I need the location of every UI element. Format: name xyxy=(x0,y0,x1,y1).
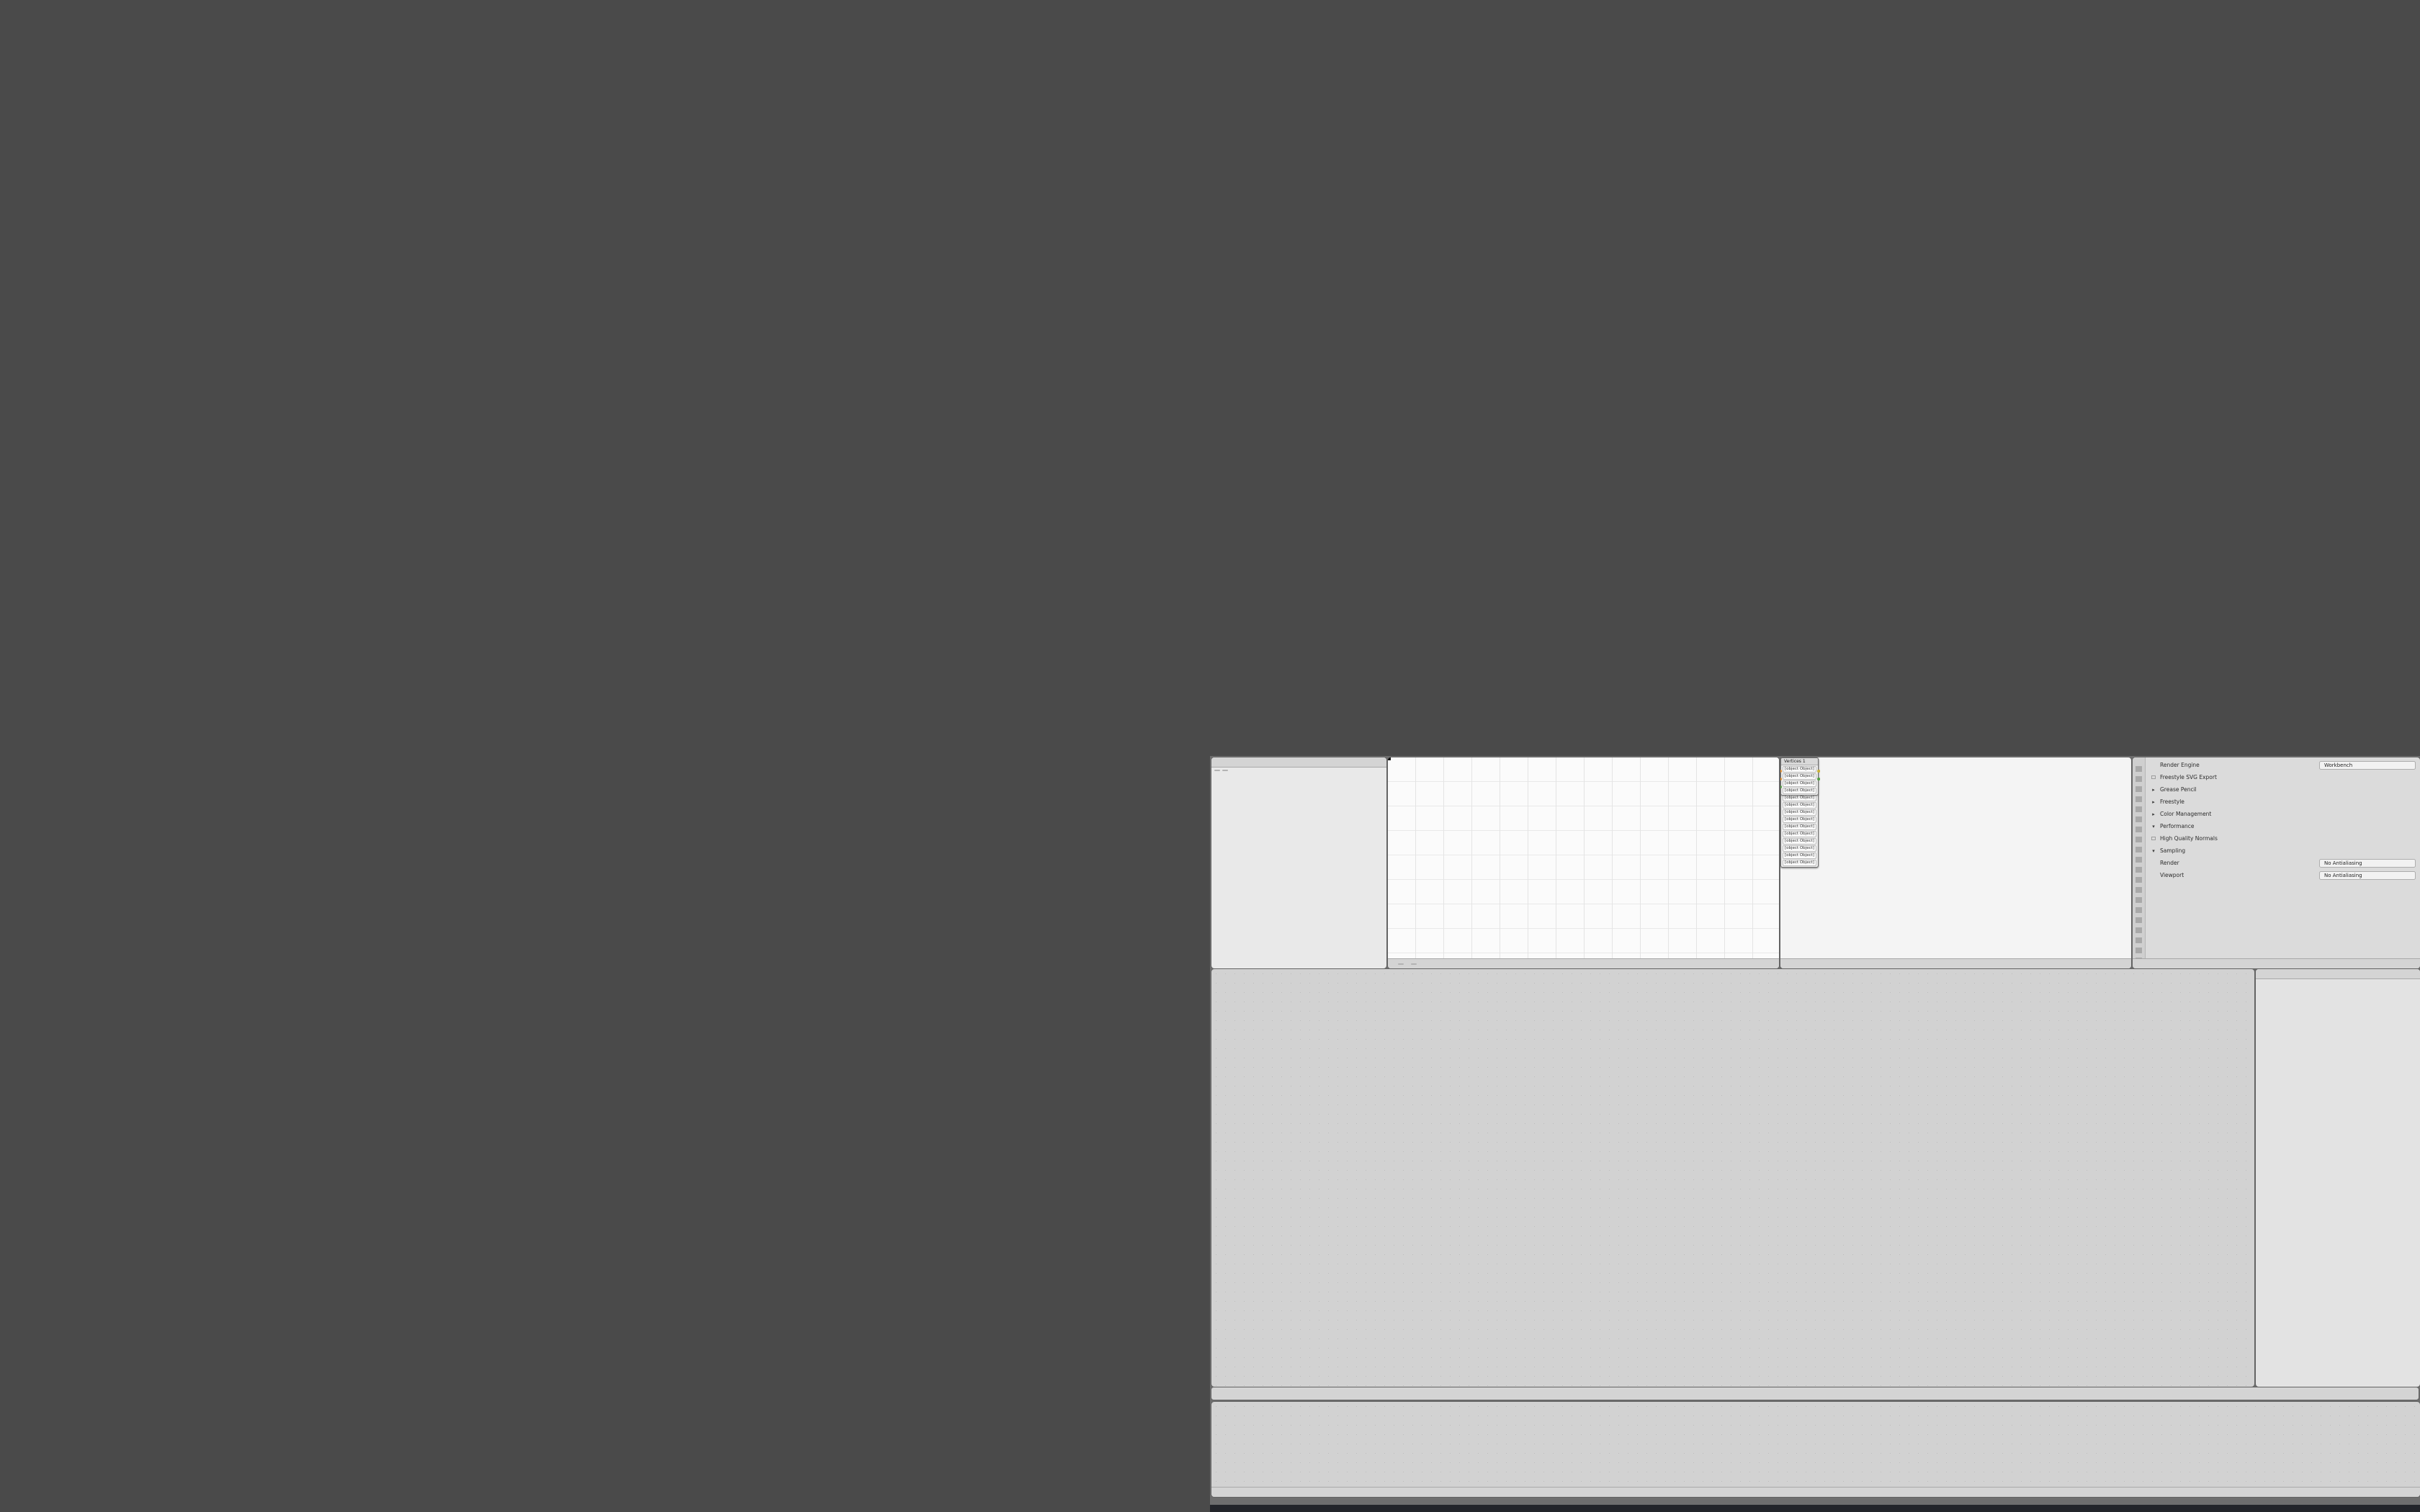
outliner xyxy=(2255,968,2420,1387)
node-row[interactable]: [object Object] xyxy=(1783,780,1816,787)
curve-endpoint-end[interactable] xyxy=(1388,757,1391,760)
node-editor[interactable] xyxy=(1211,968,2255,1387)
property-label: Freestyle xyxy=(2160,798,2184,805)
property-toggle-icon[interactable]: ▸ xyxy=(2152,811,2155,817)
properties-tab-strip[interactable] xyxy=(2133,757,2146,959)
properties-editor: Render Engine Workbench ☐ Freestyle SVG … xyxy=(2132,757,2420,969)
property-row[interactable]: Render Engine Workbench xyxy=(2146,759,2420,771)
property-toggle-icon[interactable]: ▾ xyxy=(2152,847,2155,854)
node-editor-secondary[interactable] xyxy=(1211,1401,2420,1498)
node-row[interactable]: [object Object] xyxy=(1783,852,1816,859)
property-row[interactable]: Viewport No Antialiasing xyxy=(2146,869,2420,881)
secondary-editor-canvas[interactable]: 1 [object Object][object Object][object … xyxy=(1780,757,2131,959)
secondary-node-editor-header xyxy=(1211,1487,2420,1497)
node-row[interactable]: [object Object] xyxy=(1783,766,1816,773)
node-row[interactable]: [object Object] xyxy=(1783,860,1816,866)
property-value[interactable]: No Antialiasing xyxy=(2319,870,2416,880)
value-field[interactable] xyxy=(1214,770,1220,771)
property-row[interactable]: ☐ High Quality Normals xyxy=(2146,832,2420,845)
quadrant-mirror-vertical xyxy=(1210,0,2420,756)
node-layer xyxy=(1211,1402,2420,1497)
viewport-header xyxy=(1388,958,1779,968)
system-taskbar xyxy=(1210,1505,2420,1512)
property-label: Viewport xyxy=(2160,872,2184,878)
properties-header xyxy=(2133,958,2420,968)
property-toggle-icon[interactable]: ☐ xyxy=(2151,774,2156,780)
value-field[interactable] xyxy=(1222,770,1228,771)
node-row[interactable]: [object Object] xyxy=(1783,824,1816,830)
quadrant-mirror-both xyxy=(0,0,1210,756)
node-row[interactable]: [object Object] xyxy=(1783,838,1816,845)
property-label: Performance xyxy=(2160,823,2195,829)
property-label: Sampling xyxy=(2160,847,2186,854)
node-row[interactable]: [object Object] xyxy=(1783,809,1816,816)
property-label: Freestyle SVG Export xyxy=(2160,774,2217,780)
marker-layer xyxy=(1211,969,2254,1387)
utility-panel xyxy=(1211,757,1387,969)
orientation-select[interactable] xyxy=(1411,963,1417,965)
node-row[interactable]: [object Object] xyxy=(1783,788,1816,794)
property-row[interactable]: ▾ Sampling xyxy=(2146,845,2420,857)
property-value[interactable]: No Antialiasing xyxy=(2319,858,2416,868)
property-label: Render xyxy=(2160,860,2179,866)
secondary-editor-header xyxy=(1780,958,2131,968)
quadrant-original: 1 [object Object][object Object][object … xyxy=(1210,756,2420,1512)
property-label: Color Management xyxy=(2160,811,2212,817)
property-row[interactable]: ▸ Freestyle xyxy=(2146,796,2420,808)
property-row[interactable]: ▾ Performance xyxy=(2146,820,2420,832)
node-row[interactable]: [object Object] xyxy=(1783,831,1816,837)
outliner-header xyxy=(2256,969,2420,979)
property-label: High Quality Normals xyxy=(2160,835,2218,842)
property-toggle-icon[interactable]: ▸ xyxy=(2152,798,2155,805)
property-toggle-icon[interactable]: ▸ xyxy=(2152,786,2155,793)
node-row[interactable]: [object Object] xyxy=(1783,845,1816,852)
secondary-editor: 1 [object Object][object Object][object … xyxy=(1780,757,2132,969)
property-row[interactable]: ▸ Grease Pencil xyxy=(2146,783,2420,796)
mini-node-layer: 1 [object Object][object Object][object … xyxy=(1780,757,2131,959)
curve-object xyxy=(1388,757,1391,760)
property-toggle-icon[interactable]: ☐ xyxy=(2151,835,2156,842)
property-label: Grease Pencil xyxy=(2160,786,2197,793)
property-toggle-icon[interactable]: ▾ xyxy=(2152,823,2155,829)
property-row[interactable]: Render No Antialiasing xyxy=(2146,857,2420,869)
property-row[interactable]: ☐ Freestyle SVG Export xyxy=(2146,771,2420,783)
viewport-canvas[interactable] xyxy=(1388,757,1779,959)
node-row[interactable]: [object Object] xyxy=(1783,802,1816,809)
quadrant-mirror-horizontal xyxy=(0,756,1210,1512)
property-label: Render Engine xyxy=(2160,762,2200,768)
utility-panel-header xyxy=(1211,757,1386,768)
viewport-curve xyxy=(1387,757,1780,969)
utility-fields xyxy=(1214,770,1228,771)
mode-select[interactable] xyxy=(1398,963,1404,965)
node-row[interactable]: [object Object] xyxy=(1783,773,1816,780)
property-row[interactable]: ▸ Color Management xyxy=(2146,808,2420,820)
property-value[interactable]: Workbench xyxy=(2319,760,2416,770)
node-title[interactable]: Vertices 1 xyxy=(1781,758,1818,765)
properties-rows: Render Engine Workbench ☐ Freestyle SVG … xyxy=(2146,759,2420,881)
node-row[interactable]: [object Object] xyxy=(1783,795,1816,801)
blender-screen: 1 [object Object][object Object][object … xyxy=(1210,756,2420,1512)
node-editor-headerbar xyxy=(1211,1387,2419,1400)
node[interactable]: Vertices 1 [object Object][object Object… xyxy=(1780,757,1820,796)
node-row[interactable]: [object Object] xyxy=(1783,816,1816,823)
node-rows: [object Object][object Object][object Ob… xyxy=(1781,766,1818,794)
